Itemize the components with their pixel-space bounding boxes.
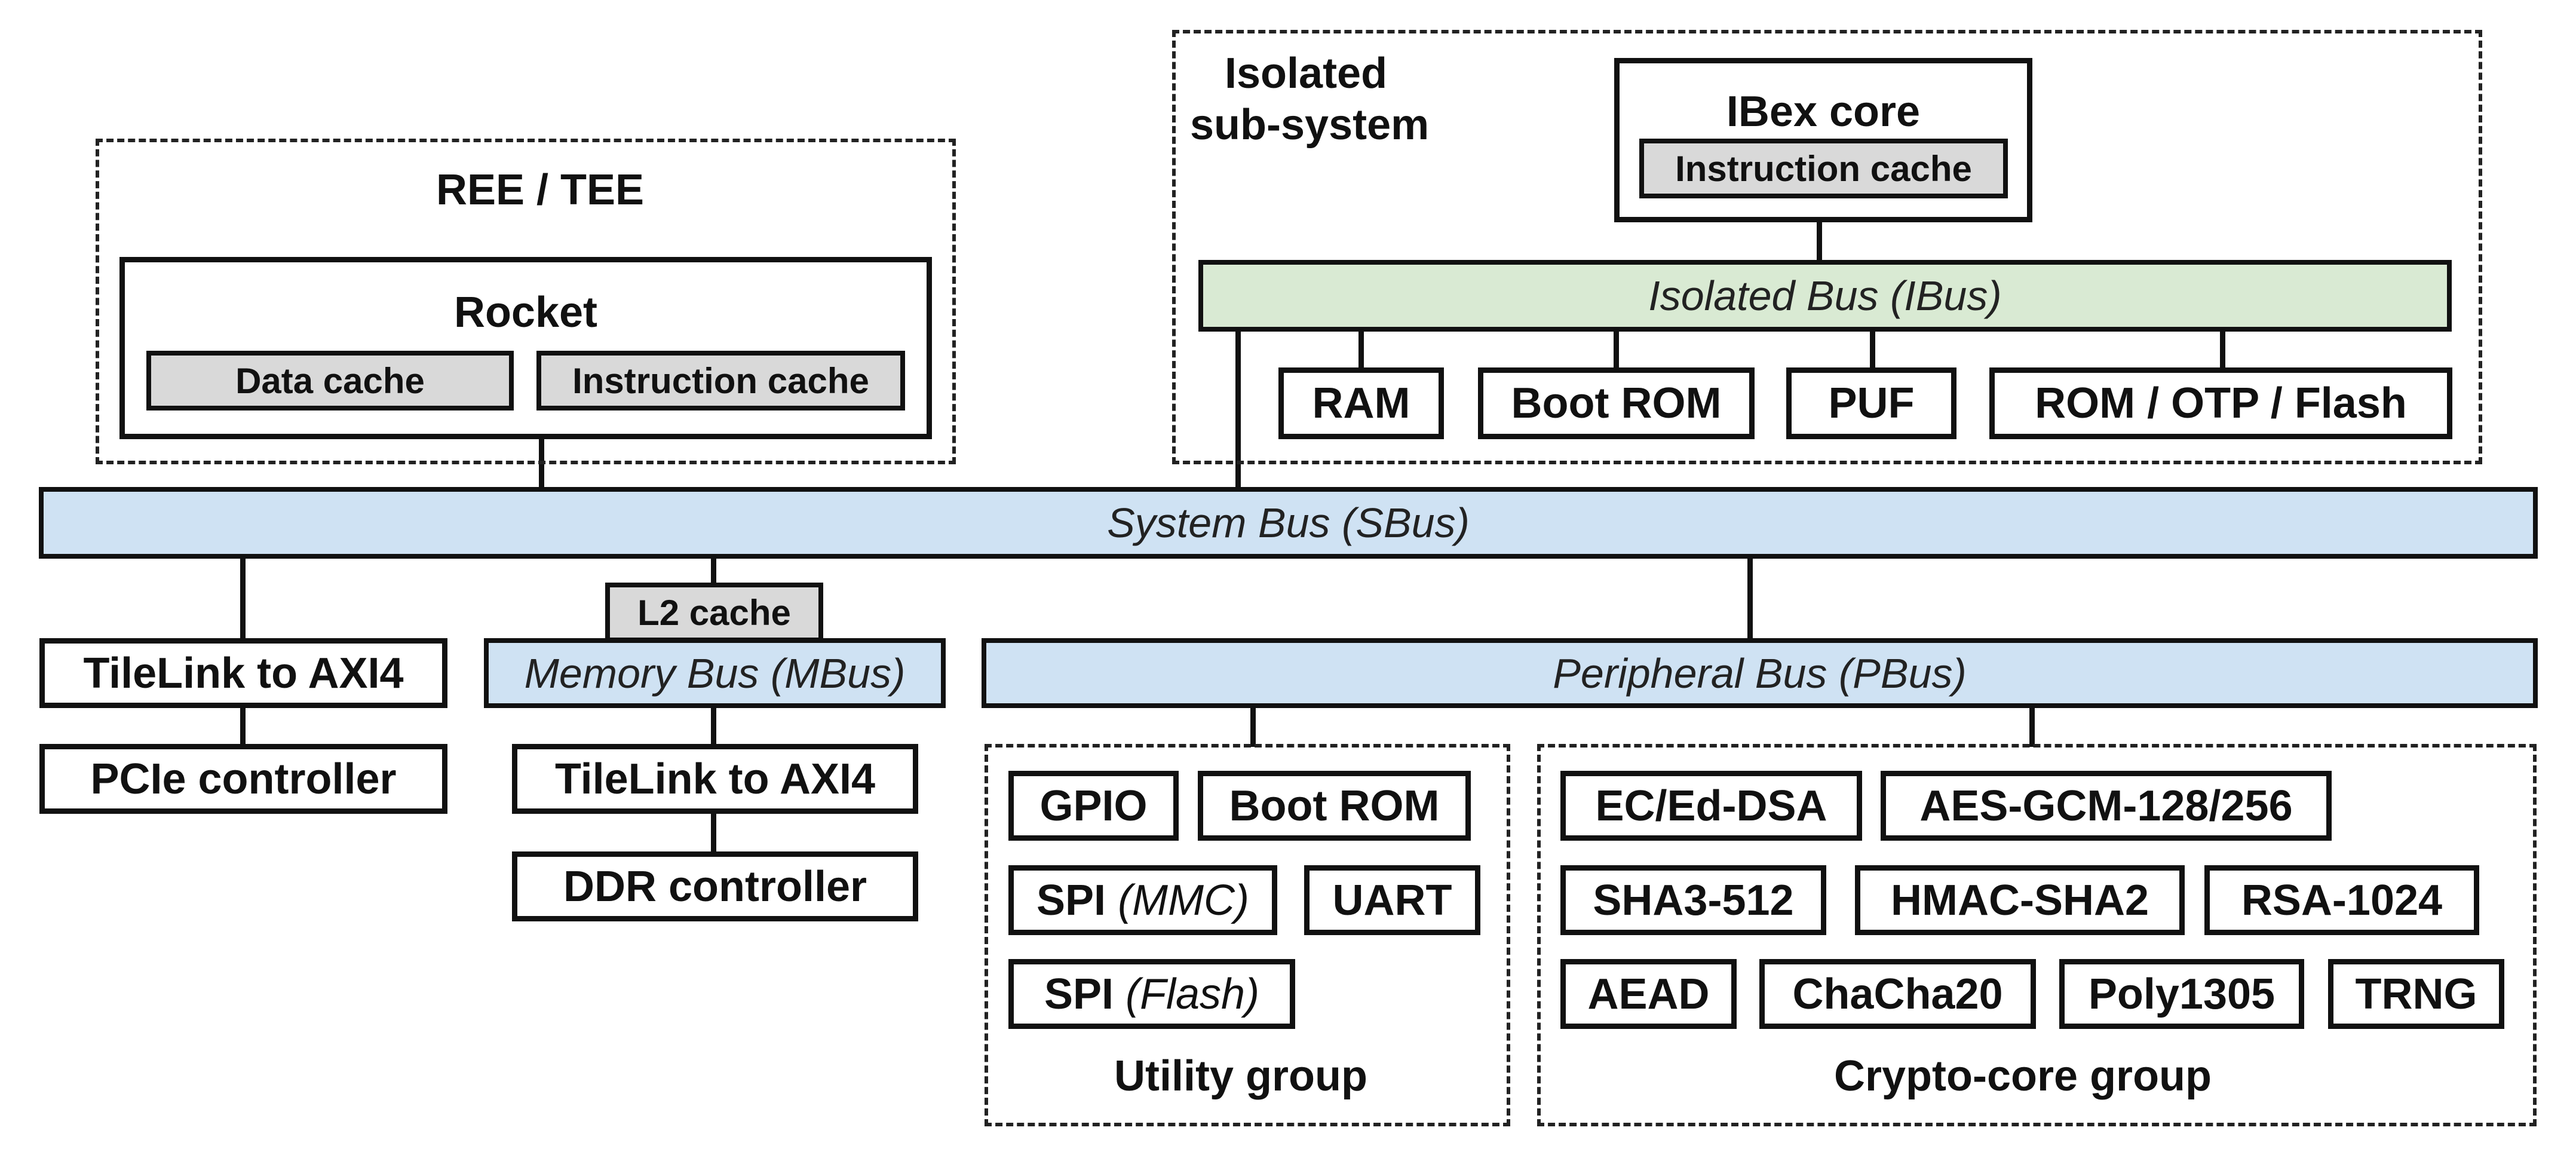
puf-box: PUF xyxy=(1786,367,1956,439)
poly1305-box: Poly1305 xyxy=(2059,959,2304,1029)
l2-cache: L2 cache xyxy=(605,583,823,642)
sha3-box: SHA3-512 xyxy=(1560,865,1826,935)
connector-ibus-rom-otp xyxy=(2220,329,2225,370)
spi-mmc-label: SPI xyxy=(1036,876,1106,924)
connector-sbus-l2 xyxy=(711,556,716,586)
spi-flash-label: SPI xyxy=(1044,970,1114,1018)
ibex-instruction-cache: Instruction cache xyxy=(1639,139,2008,198)
rom-otp-flash-box: ROM / OTP / Flash xyxy=(1989,367,2452,439)
connector-ibus-sbus xyxy=(1235,329,1241,487)
hmac-sha2-box: HMAC-SHA2 xyxy=(1855,865,2185,935)
connector-tilelink-pcie xyxy=(240,705,246,747)
rocket-data-cache: Data cache xyxy=(146,351,514,410)
gpio-box: GPIO xyxy=(1008,771,1179,841)
isolated-boot-rom-box: Boot ROM xyxy=(1478,367,1755,439)
ree-tee-region xyxy=(96,139,956,464)
utility-group-region xyxy=(985,744,1510,1126)
peripheral-bus: Peripheral Bus (PBus) xyxy=(982,638,2538,708)
ddr-controller: DDR controller xyxy=(512,851,918,921)
isolated-bus: Isolated Bus (IBus) xyxy=(1198,260,2452,332)
isolated-label-line1: Isolated xyxy=(1225,50,1388,97)
crypto-group-label: Crypto-core group xyxy=(1834,1052,2212,1100)
tilelink-to-axi4-memory: TileLink to AXI4 xyxy=(512,744,918,814)
utility-boot-rom-box: Boot ROM xyxy=(1198,771,1471,841)
rocket-title: Rocket xyxy=(453,289,598,336)
spi-mmc-sublabel: (MMC) xyxy=(1118,876,1249,924)
connector-sbus-pbus xyxy=(1747,556,1753,639)
trng-box: TRNG xyxy=(2328,959,2504,1029)
memory-bus: Memory Bus (MBus) xyxy=(484,638,946,708)
rocket-instruction-cache: Instruction cache xyxy=(536,351,905,410)
connector-ibus-ram xyxy=(1358,329,1364,370)
utility-group-label: Utility group xyxy=(1114,1052,1367,1100)
tilelink-to-axi4-left: TileLink to AXI4 xyxy=(39,638,447,708)
connector-ibex-ibus xyxy=(1817,219,1822,261)
connector-sbus-tilelink-left xyxy=(240,556,246,639)
connector-rocket-sbus xyxy=(539,433,544,487)
isolated-subsystem-label: Isolated sub-system xyxy=(1190,48,1429,151)
spi-flash-box: SPI (Flash) xyxy=(1008,959,1295,1029)
system-bus: System Bus (SBus) xyxy=(39,487,2538,559)
spi-flash-sublabel: (Flash) xyxy=(1126,970,1260,1018)
connector-tilelink-ddr xyxy=(711,813,716,854)
aes-gcm-box: AES-GCM-128/256 xyxy=(1881,771,2332,841)
ec-ed-dsa-box: EC/Ed-DSA xyxy=(1560,771,1862,841)
connector-ibus-puf xyxy=(1870,329,1875,370)
rsa-box: RSA-1024 xyxy=(2204,865,2479,935)
chacha20-box: ChaCha20 xyxy=(1759,959,2036,1029)
connector-mbus-tilelink xyxy=(711,705,716,747)
pcie-controller: PCIe controller xyxy=(39,744,447,814)
ibex-title: IBex core xyxy=(1726,88,1921,136)
isolated-label-line2: sub-system xyxy=(1190,101,1430,149)
ree-tee-label: REE / TEE xyxy=(436,166,645,214)
uart-box: UART xyxy=(1304,865,1480,935)
spi-mmc-box: SPI (MMC) xyxy=(1008,865,1277,935)
isolated-subsystem-region xyxy=(1172,30,2482,464)
connector-pbus-utility xyxy=(1250,705,1256,747)
rocket-core: Rocket xyxy=(119,257,932,439)
connector-pbus-crypto xyxy=(2029,705,2035,747)
ram-box: RAM xyxy=(1278,367,1444,439)
crypto-group-region xyxy=(1537,744,2537,1126)
connector-ibus-bootrom xyxy=(1614,329,1619,370)
aead-box: AEAD xyxy=(1560,959,1737,1029)
